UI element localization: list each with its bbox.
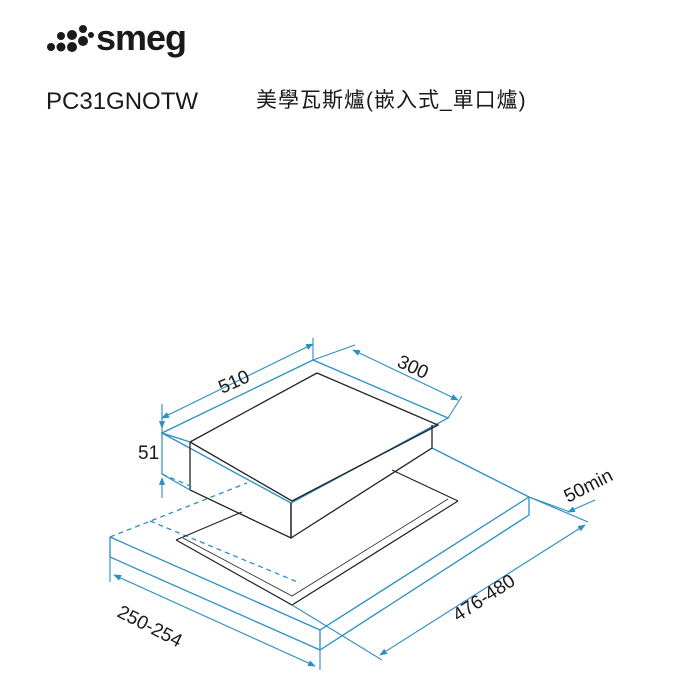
brand-wordmark: smeg (96, 17, 187, 58)
dim-depth-label: 300 (394, 351, 432, 383)
dim-clearance-label: 50min (561, 465, 617, 507)
model-number: PC31GNOTW (46, 88, 199, 115)
product-description: 美學瓦斯爐(嵌入式_單口爐) (256, 89, 527, 112)
dim-height-label: 51 (138, 443, 159, 464)
dim-cutout-depth-label: 250-254 (114, 602, 186, 653)
hob-body (160, 359, 450, 540)
dim-cutout-width (291, 496, 589, 661)
dim-width-label: 510 (215, 366, 253, 398)
hob-outline (161, 432, 196, 491)
dim-depth (312, 344, 463, 419)
smeg-logo: smeg (46, 17, 187, 58)
dim-cutout-width-label: 476-480 (449, 571, 519, 627)
dim-cutout-depth (109, 557, 321, 670)
smeg-dots-icon (47, 25, 94, 52)
